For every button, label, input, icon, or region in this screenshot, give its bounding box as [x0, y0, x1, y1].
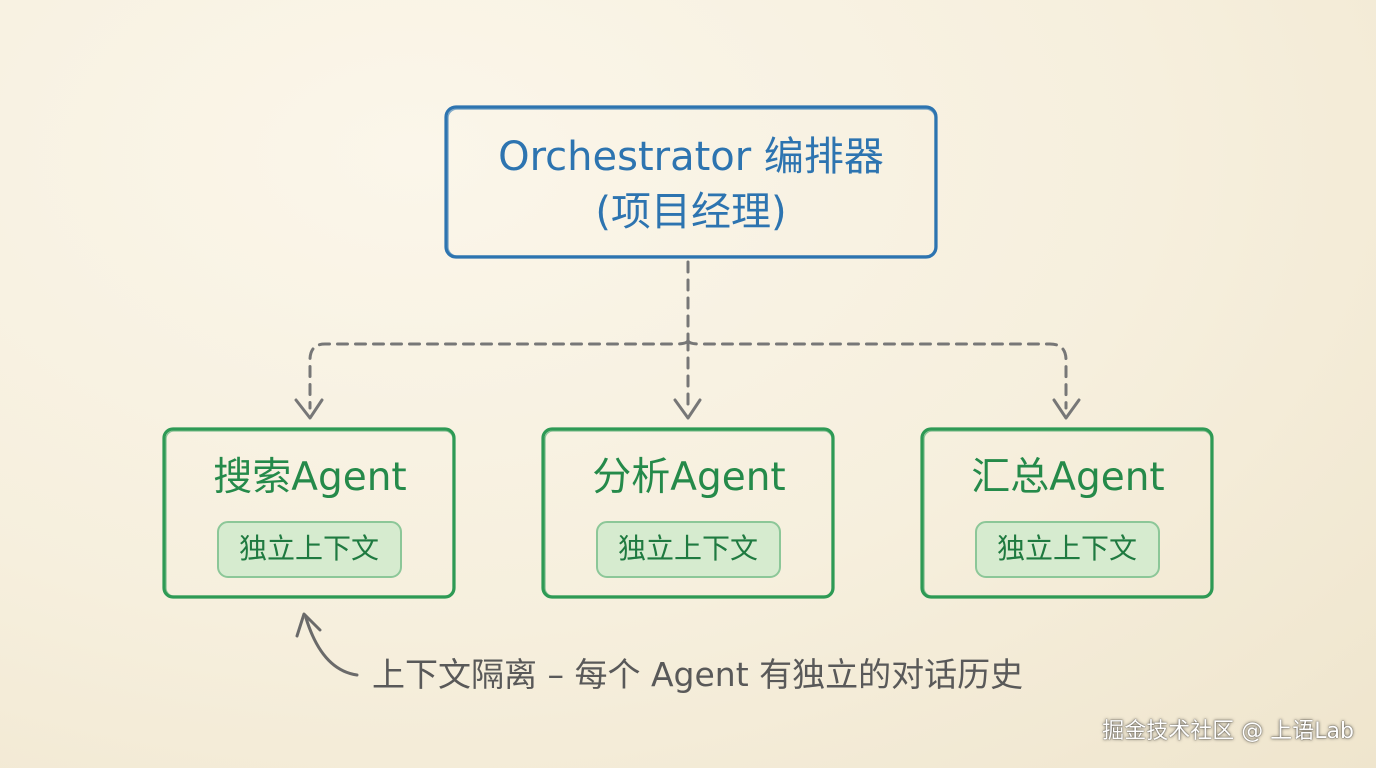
badge-label-search: 独立上下文: [238, 532, 379, 565]
watermark: 掘金技术社区 @ 上语Lab: [1102, 719, 1354, 744]
connector-to-search-agent: [308, 338, 690, 410]
agent-title-analysis: 分析Agent: [592, 455, 786, 500]
orchestrator-title: Orchestrator 编排器: [498, 134, 884, 180]
agent-box-summary: [920, 427, 1214, 599]
agent-title-search: 搜索Agent: [213, 455, 407, 500]
context-isolation-annotation: 上下文隔离 – 每个 Agent 有独立的对话历史: [372, 655, 1024, 694]
connector-to-summary-agent: [686, 338, 1068, 410]
badge-label-summary: 独立上下文: [996, 532, 1137, 565]
orchestrator-box: [444, 105, 938, 259]
badge-label-analysis: 独立上下文: [617, 532, 758, 565]
badge-summary: [975, 521, 1160, 578]
agent-box-analysis: [541, 427, 835, 599]
badge-search: [217, 521, 402, 578]
agent-box-search: [162, 427, 456, 599]
connector-arrowheads: [294, 398, 1081, 420]
orchestrator-subtitle: (项目经理): [595, 189, 787, 235]
arrowhead-summary-agent: [1052, 398, 1081, 420]
annotation-arrow: [295, 612, 359, 677]
connector-lines: [308, 260, 1068, 410]
arrowhead-search-agent: [294, 398, 324, 420]
agent-title-summary: 汇总Agent: [971, 455, 1165, 500]
arrowhead-analysis-agent: [673, 398, 702, 420]
badge-analysis: [596, 521, 781, 578]
